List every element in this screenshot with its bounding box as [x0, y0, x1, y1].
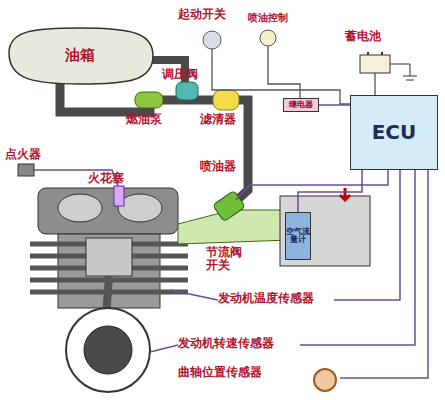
fuel-filter — [213, 90, 239, 110]
crank-sensor — [314, 369, 336, 391]
signal-wire — [340, 170, 428, 378]
fuel-pump — [135, 92, 163, 108]
crankshaft — [84, 326, 132, 374]
node-text: 空气流量计 — [286, 228, 310, 245]
battery-terminal — [381, 52, 383, 55]
part-label: 喷油器 — [200, 160, 236, 173]
battery-symbol — [360, 55, 390, 73]
component-box: 继电器 — [283, 98, 319, 112]
spark-plug — [114, 186, 124, 206]
node-text: 继电器 — [289, 101, 313, 109]
node-text: 油箱 — [65, 48, 95, 64]
start-switch — [203, 31, 221, 49]
part-label: 发动机温度传感器 — [218, 292, 314, 305]
part-label: 发动机转速传感器 — [178, 337, 274, 350]
battery-wire — [374, 73, 375, 95]
crankcase — [66, 308, 150, 392]
part-label: 调压阀 — [162, 68, 198, 81]
piston — [86, 238, 132, 276]
igniter-symbol — [18, 164, 34, 176]
part-label: 曲轴位置传感器 — [178, 366, 262, 379]
signal-connector — [319, 104, 350, 106]
part-label: 喷油控制 — [248, 12, 288, 23]
part-label: 火花塞 — [88, 172, 124, 185]
lamp-wire — [268, 46, 300, 98]
injector-wire — [236, 170, 388, 200]
signal-wire — [334, 170, 400, 300]
signal-connector — [298, 170, 362, 212]
injection-lamp — [260, 30, 276, 46]
leader-line — [170, 290, 218, 300]
signal-wire — [300, 170, 415, 345]
battery-terminal — [367, 52, 369, 55]
valve-chamber — [118, 194, 162, 222]
component-box: ECU — [350, 95, 438, 170]
cylinder-head — [38, 188, 178, 234]
part-label: 节流阀开关 — [206, 246, 246, 272]
switch-wire — [212, 49, 350, 104]
pressure-regulator — [176, 82, 198, 100]
part-label: 蓄电池 — [345, 30, 381, 43]
leader-line — [150, 345, 178, 352]
part-label: 点火器 — [5, 148, 41, 161]
air-box — [280, 196, 370, 266]
fuel-tank: 油箱 — [5, 26, 155, 86]
part-label: 燃油泵 — [126, 113, 162, 126]
node-text: ECU — [372, 122, 417, 143]
part-label: 起动开关 — [178, 8, 226, 21]
air-inlet-arrow — [340, 188, 350, 200]
part-label: 滤清器 — [200, 113, 236, 126]
tank-body — [9, 28, 153, 84]
ground-symbol — [390, 64, 417, 80]
component-box: 空气流量计 — [285, 212, 311, 260]
valve-chamber — [58, 194, 102, 222]
